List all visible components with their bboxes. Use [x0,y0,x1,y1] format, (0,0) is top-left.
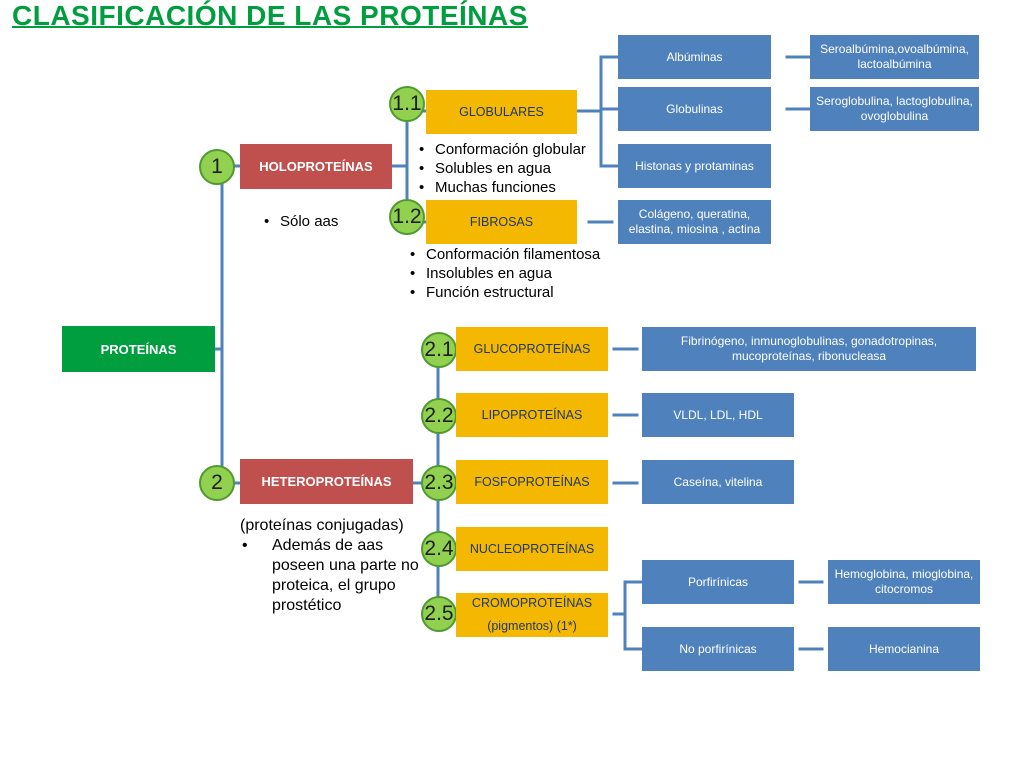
number-circle: 2.3 [421,465,457,501]
holoproteinas-notes: Sólo aas [264,212,338,231]
cromoproteinas-sublabel: (pigmentos) (1*) [487,619,577,633]
note-item: Conformación filamentosa [410,245,600,264]
note-item: Solubles en agua [419,159,586,178]
note-item: Función estructural [410,283,600,302]
nucleoproteinas-node: NUCLEOPROTEÍNAS [456,527,608,571]
glucoproteinas-node: GLUCOPROTEÍNAS [456,327,608,371]
fosfoproteinas-examples: Caseína, vitelina [642,460,794,504]
globulares-node: GLOBULARES [426,90,577,134]
number-circle: 1.2 [389,199,425,235]
fibrosas-node: FIBROSAS [426,200,577,244]
glucoproteinas-examples: Fibrinógeno, inmunoglobulinas, gonadotro… [642,327,976,371]
cromoproteinas-label: CROMOPROTEÍNAS [471,596,593,610]
note-item: Conformación globular [419,140,586,159]
number-circle: 2.4 [421,531,457,567]
globulares-notes: Conformación globular Solubles en agua M… [419,140,586,197]
porfirinicas-examples: Hemoglobina, mioglobina, citocromos [828,560,980,604]
note-item: Muchas funciones [419,178,586,197]
heteroproteinas-node: HETEROPROTEÍNAS [240,459,413,504]
albuminas-node: Albúminas [618,35,771,79]
lipoproteinas-node: LIPOPROTEÍNAS [456,393,608,437]
globulinas-examples: Seroglobulina, lactoglobulina, ovoglobul… [810,87,979,131]
number-circle: 2.5 [421,596,457,632]
globulinas-node: Globulinas [618,87,771,131]
no-porfirinicas-node: No porfirínicas [642,627,794,671]
no-porfirinicas-examples: Hemocianina [828,627,980,671]
note-item: Insolubles en agua [410,264,600,283]
fibrosas-examples: Colágeno, queratina, elastina, miosina ,… [618,200,771,244]
holoproteinas-node: HOLOPROTEÍNAS [240,144,392,189]
histonas-node: Histonas y protaminas [618,144,771,188]
porfirinicas-node: Porfirínicas [642,560,794,604]
fosfoproteinas-node: FOSFOPROTEÍNAS [456,460,608,504]
number-circle: 2.1 [421,332,457,368]
page-title: CLASIFICACIÓN DE LAS PROTEÍNAS [12,0,528,31]
heteroproteinas-notes: (proteínas conjugadas) Además de aas pos… [240,516,422,616]
note-item: Sólo aas [264,212,338,231]
number-circle: 2 [199,465,235,501]
fibrosas-notes: Conformación filamentosa Insolubles en a… [410,245,600,302]
lipoproteinas-examples: VLDL, LDL, HDL [642,393,794,437]
note-line: (proteínas conjugadas) [240,517,404,534]
number-circle: 1 [199,149,235,185]
number-circle: 1.1 [389,86,425,122]
root-node: PROTEÍNAS [62,326,215,372]
note-item: Además de aas poseen una parte no protei… [240,536,422,616]
albuminas-examples: Seroalbúmina,ovoalbúmina, lactoalbúmina [810,35,979,79]
cromoproteinas-node: CROMOPROTEÍNAS (pigmentos) (1*) [456,593,608,637]
number-circle: 2.2 [421,398,457,434]
